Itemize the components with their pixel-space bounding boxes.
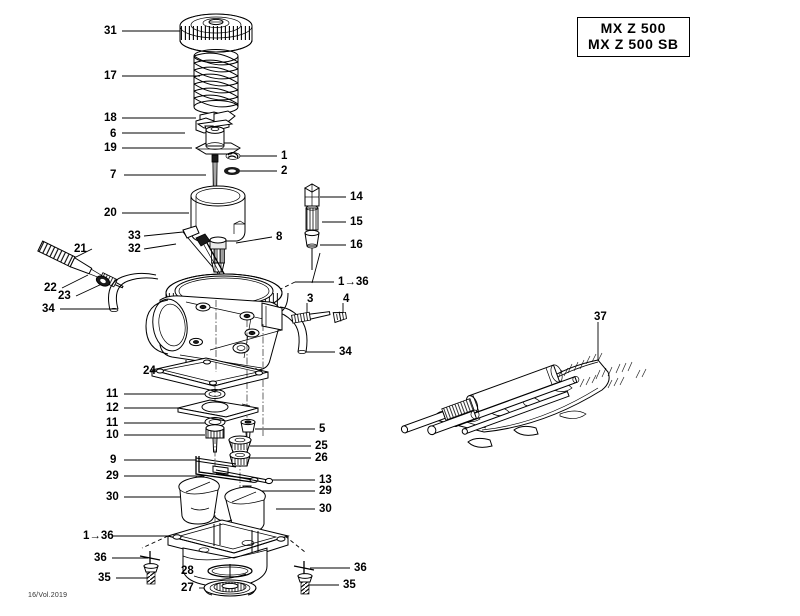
callout-drain-plug: 27 (181, 582, 194, 594)
callout-fitting: 32 (128, 243, 141, 255)
part-starter-plunger-assembly (303, 183, 321, 270)
callout-screw: 6 (110, 128, 117, 140)
part-jet-stack (177, 389, 259, 453)
part-mixture-screw (291, 311, 348, 324)
callout-float-right: 30 (319, 503, 332, 515)
part-clip (225, 152, 241, 160)
model-title-box: MX Z 500 MX Z 500 SB (577, 17, 690, 58)
part-needle-holder (194, 126, 241, 155)
part-drain-oring (207, 564, 253, 578)
callout-float-arm: 9 (110, 454, 117, 466)
part-drain-plug (203, 579, 257, 597)
callout-pin: 29 (319, 485, 332, 497)
footer-code: 16/Vol.2019 (28, 592, 68, 599)
callout-screw-left: 35 (98, 572, 111, 584)
callout-spring: 15 (350, 216, 363, 228)
part-tool-kit (400, 352, 647, 448)
callout-bracket: 18 (104, 112, 117, 124)
part-gasket (151, 357, 269, 392)
callout-holder: 25 (315, 440, 328, 452)
callout-jet-needle: 7 (110, 169, 117, 181)
callout-o-ring: 11 (106, 417, 119, 429)
callout-vent-hose-right: 34 (339, 346, 352, 358)
callout-clip: 1 (281, 150, 288, 162)
callout-float-pin: 13 (319, 474, 332, 486)
callout-tool-kit: 37 (594, 311, 607, 323)
callout-o-ring: 28 (181, 565, 194, 577)
part-carburetor-body (145, 273, 289, 380)
callout-o-ring: 11 (106, 388, 119, 400)
part-float-bowl (166, 519, 290, 588)
callout-carburetor-body: 1→36 (338, 276, 369, 288)
part-needle-jet (209, 236, 227, 273)
part-float-pin-rod (215, 469, 273, 485)
callout-idle-screw: 21 (74, 243, 87, 255)
part-floats (178, 476, 266, 533)
callout-throttle-slide: 20 (104, 207, 117, 219)
callout-screw-right: 35 (343, 579, 356, 591)
model-title-line1: MX Z 500 (600, 20, 667, 36)
callout-plate: 12 (106, 402, 119, 414)
callout-pin: 29 (106, 470, 119, 482)
callout-spring: 22 (44, 282, 57, 294)
part-cap-nut (179, 13, 253, 53)
callout-plunger: 16 (350, 239, 363, 251)
part-bowl-screws-left (139, 551, 161, 585)
part-valve-seat-assembly (228, 435, 252, 467)
callout-spring: 17 (104, 70, 117, 82)
callout-screw: 3 (307, 293, 314, 305)
callout-o-ring: 2 (281, 165, 288, 177)
callout-washer-right: 36 (354, 562, 367, 574)
callout-main-jet: 10 (106, 429, 119, 441)
callout-spring: 4 (343, 293, 350, 305)
model-title-line2: MX Z 500 SB (588, 35, 679, 52)
callout-needle-holder: 19 (104, 142, 117, 154)
callout-vent-hose-left: 34 (42, 303, 55, 315)
callout-float-left: 30 (106, 491, 119, 503)
callout-o-ring: 23 (58, 290, 71, 302)
callout-nut: 26 (315, 452, 328, 464)
callout-nut: 14 (350, 191, 363, 203)
callout-pilot-jet: 5 (319, 423, 326, 435)
part-bowl-screws-right (293, 561, 315, 595)
callout-gasket: 24 (143, 365, 156, 377)
callout-needle-jet: 8 (276, 231, 283, 243)
callout-cap: 33 (128, 230, 141, 242)
callout-cap-nut: 31 (104, 25, 117, 37)
part-pilot-jet (240, 418, 256, 441)
callout-washer-left: 36 (94, 552, 107, 564)
part-spring-main (193, 49, 239, 114)
callout-float-bowl: 1→36 (83, 530, 114, 542)
part-oring-top (224, 167, 240, 175)
part-bracket (195, 110, 236, 134)
